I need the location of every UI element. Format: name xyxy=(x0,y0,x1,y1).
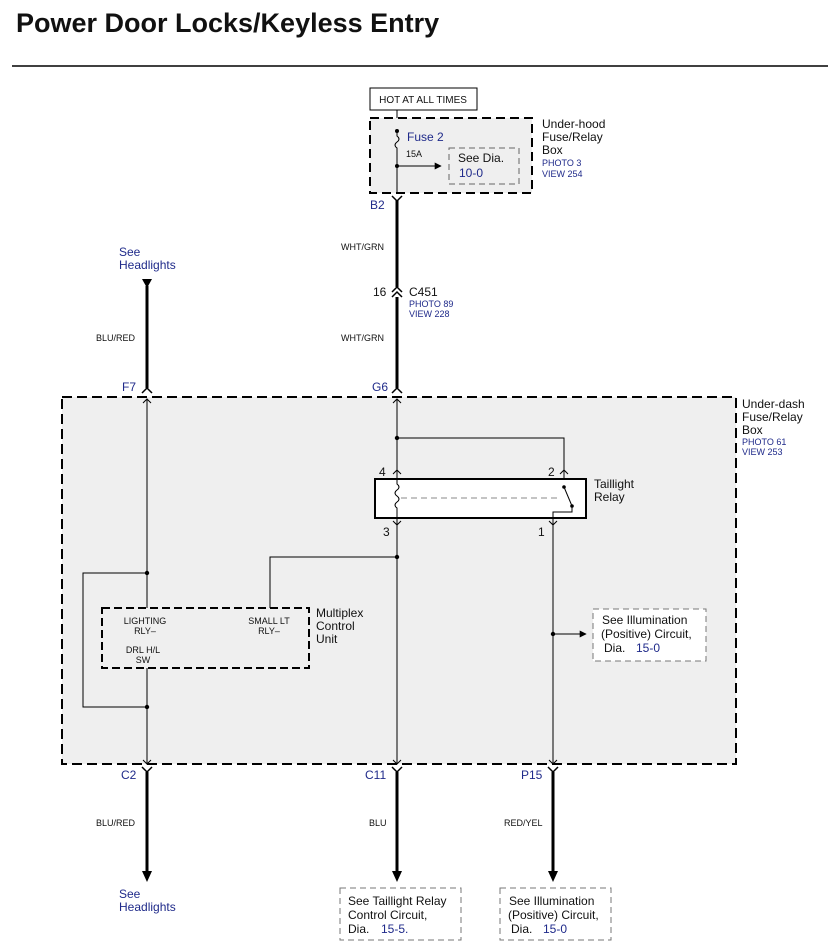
illum-inner-line2: (Positive) Circuit, xyxy=(601,627,692,641)
hot-at-all-times-box xyxy=(369,87,478,111)
relay-pin-3: 3 xyxy=(383,525,390,539)
see-headlights-top-1: See xyxy=(119,245,141,259)
relay-pin-4: 4 xyxy=(379,465,386,479)
wire-wht-grn-upper-label: WHT/GRN xyxy=(341,242,384,252)
underhood-box-name-1: Under-hood xyxy=(542,117,605,131)
taillight-relay xyxy=(374,470,587,525)
mcu-small-lt-2: RLY– xyxy=(258,626,280,636)
see-dia-10-0-box xyxy=(448,147,520,185)
underdash-box-photo: PHOTO 61 xyxy=(742,437,786,447)
mcu-drl-1: DRL H/L xyxy=(126,645,160,655)
underhood-box-name-2: Fuse/Relay xyxy=(542,130,603,144)
connector-g6-symbol xyxy=(391,386,403,394)
underhood-fuse-relay-box: Fuse 2 15A See Dia. 10-0 xyxy=(369,117,533,194)
underhood-box-name-3: Box xyxy=(542,143,563,157)
connector-c451-pin: 16 xyxy=(373,285,387,299)
connector-c2-symbol xyxy=(141,766,153,774)
mcu-small-lt-1: SMALL LT xyxy=(248,616,290,626)
see-dia-ref: 10-0 xyxy=(459,166,483,180)
taillight-control-line3-ref: 15-5. xyxy=(381,922,408,936)
taillight-relay-name-1: Taillight xyxy=(594,477,635,491)
mcu-lighting-1: LIGHTING xyxy=(124,616,167,626)
mcu-name-3: Unit xyxy=(316,632,338,646)
connector-c2-label: C2 xyxy=(121,768,137,782)
relay-coil-symbol xyxy=(394,480,400,517)
multiplex-control-unit xyxy=(101,607,310,669)
junction-left-top xyxy=(144,570,150,576)
illum-inner-line3-prefix: Dia. xyxy=(604,641,625,655)
illum-bottom-ref-box xyxy=(499,887,612,941)
mcu-drl-2: SW xyxy=(136,655,151,665)
underhood-box-photo: PHOTO 3 xyxy=(542,158,581,168)
connector-c451-name: C451 xyxy=(409,285,438,299)
see-headlights-bottom-2: Headlights xyxy=(119,900,176,914)
underdash-box-view: VIEW 253 xyxy=(742,447,783,457)
illum-bottom-line3-prefix: Dia. xyxy=(511,922,532,936)
see-headlights-bottom-1: See xyxy=(119,887,141,901)
fuse-symbol xyxy=(394,131,400,154)
taillight-control-line2: Control Circuit, xyxy=(348,908,427,922)
connector-p15-symbol xyxy=(547,766,559,774)
illum-inner-line1: See Illumination xyxy=(602,613,687,627)
connector-f7-label: F7 xyxy=(122,380,136,394)
wire-blu-red-c2-label: BLU/RED xyxy=(96,818,136,828)
relay-pin-2: 2 xyxy=(548,465,555,479)
junction-pin3 xyxy=(394,554,400,560)
illum-bottom-line1: See Illumination xyxy=(509,894,594,908)
mcu-name-2: Control xyxy=(316,619,355,633)
taillight-relay-name-2: Relay xyxy=(594,490,625,504)
connector-g6-label: G6 xyxy=(372,380,388,394)
fuse-rating: 15A xyxy=(406,149,422,159)
arrowhead-headlights-bottom xyxy=(142,871,152,882)
junction-left-bottom xyxy=(144,704,150,710)
page-title: Power Door Locks/Keyless Entry xyxy=(16,8,440,38)
illum-bottom-line2: (Positive) Circuit, xyxy=(508,908,599,922)
connector-c451-photo: PHOTO 89 xyxy=(409,299,453,309)
connector-c11-label: C11 xyxy=(365,768,386,782)
underdash-box-name-2: Fuse/Relay xyxy=(742,410,803,424)
taillight-control-line3-prefix: Dia. xyxy=(348,922,369,936)
fuse-2-label: Fuse 2 xyxy=(407,130,444,144)
arrowhead-headlights-top xyxy=(142,279,152,288)
underdash-box-name-3: Box xyxy=(742,423,763,437)
connector-p15-label: P15 xyxy=(521,768,543,782)
illum-inner-ref-box xyxy=(592,608,707,662)
see-dia-label: See Dia. xyxy=(458,151,504,165)
taillight-control-ref-box xyxy=(339,887,462,941)
connector-b2-label: B2 xyxy=(370,198,385,212)
mcu-lighting-2: RLY– xyxy=(134,626,156,636)
relay-pin-1: 1 xyxy=(538,525,545,539)
connector-c451-symbol xyxy=(391,285,403,298)
wire-blu-c11-label: BLU xyxy=(369,818,387,828)
mcu-name-1: Multiplex xyxy=(316,606,363,620)
underhood-box-view: VIEW 254 xyxy=(542,169,583,179)
wire-red-yel-p15-label: RED/YEL xyxy=(504,818,543,828)
taillight-control-line1: See Taillight Relay xyxy=(348,894,447,908)
connector-c11-symbol xyxy=(391,766,403,774)
hot-at-all-times-label: HOT AT ALL TIMES xyxy=(379,95,467,106)
see-headlights-top-2: Headlights xyxy=(119,258,176,272)
relay-switch-contact xyxy=(563,486,573,507)
connector-c451-view: VIEW 228 xyxy=(409,309,450,319)
junction-g6 xyxy=(394,435,400,441)
underdash-fuse-relay-box xyxy=(61,396,737,765)
wire-wht-grn-lower-label: WHT/GRN xyxy=(341,333,384,343)
arrowhead-c11 xyxy=(392,871,402,882)
illum-inner-line3-ref: 15-0 xyxy=(636,641,660,655)
arrowhead-p15 xyxy=(548,871,558,882)
connector-f7-symbol xyxy=(141,386,153,394)
underdash-box-name-1: Under-dash xyxy=(742,397,805,411)
wire-blu-red-f7-label: BLU/RED xyxy=(96,333,136,343)
illum-bottom-line3-ref: 15-0 xyxy=(543,922,567,936)
